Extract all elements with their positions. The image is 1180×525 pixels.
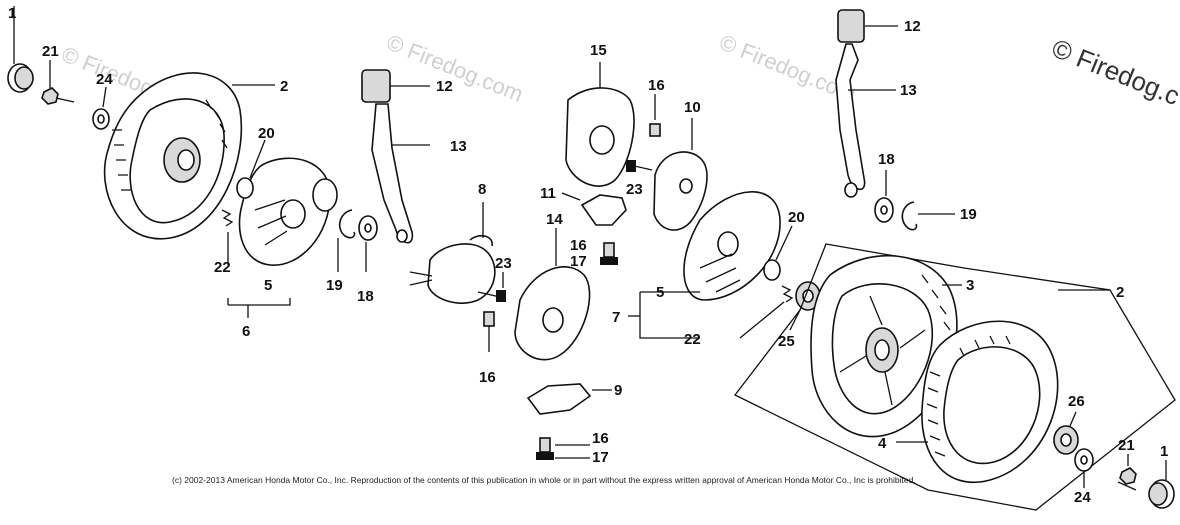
right-inner-wheel [810,255,962,438]
watermark-corner: © Firedog.c [1048,33,1180,111]
left-lever-arm [371,103,430,244]
callout-16-mid: 16 [570,237,587,254]
center-plate-14 [514,228,591,361]
callout-16-top: 16 [648,77,665,94]
callout-5-right: 5 [656,284,664,301]
right-bracket-22-leader [739,301,785,339]
callout-11: 11 [540,185,556,202]
left-wheel-bolt [41,60,75,105]
callout-9: 9 [614,382,622,399]
callout-21-right: 21 [1118,437,1135,454]
callout-23-left: 23 [495,255,512,272]
callout-5-left: 5 [264,277,272,294]
center-screw-23-right [626,160,653,172]
right-tire [896,320,1059,483]
center-bracket-9 [526,383,612,415]
callout-18-right: 18 [878,151,895,168]
callout-4: 4 [878,435,887,452]
copyright-notice: (c) 2002-2013 American Honda Motor Co., … [172,475,916,485]
left-spring [221,209,234,227]
center-bolt-16-mid [600,242,618,265]
left-axle-washer [358,215,378,272]
callout-20-right: 20 [788,209,805,226]
center-arm-10 [653,118,708,231]
callout-15: 15 [590,42,607,59]
center-plate-15 [565,62,635,187]
callout-14: 14 [546,211,563,228]
callout-16-bottom: 16 [592,430,609,447]
left-lever-cap [361,69,430,103]
right-lever-cap [837,9,898,43]
right-wheel-box [734,243,1176,511]
center-bolt-16-left [483,311,495,352]
callout-16-left: 16 [479,369,496,386]
left-washer [92,86,110,130]
callout-3: 3 [966,277,974,294]
left-bearing [236,139,266,199]
right-hub-cap [1148,460,1175,509]
callout-17-mid: 17 [570,253,587,270]
center-bolt-bottom [536,437,590,460]
callout-1-right: 1 [1160,443,1168,460]
callout-17-bottom: 17 [592,449,609,466]
callout-25: 25 [778,333,795,350]
callout-24-left: 24 [96,71,113,88]
callout-2-left: 2 [280,78,288,95]
right-bracket-7 [639,292,700,339]
callout-23-right: 23 [626,181,643,198]
right-wheel-cover [683,191,781,301]
left-wheel-cover [238,157,338,266]
callout-12-left: 12 [436,78,453,95]
center-screw-23-left [477,272,506,302]
callout-1-left: 1 [8,5,16,22]
right-spring-22 [781,285,794,303]
callout-20-left: 20 [258,125,275,142]
left-e-clip [337,209,356,272]
right-wheel-bolt [1117,454,1137,491]
left-tire-wheel [103,72,275,240]
callout-12-right: 12 [904,18,921,35]
watermark-2: © Firedog.com [383,29,526,106]
right-bearing-20 [763,225,793,281]
right-e-clip [901,201,955,231]
callout-18-left: 18 [357,288,374,305]
callout-26: 26 [1068,393,1085,410]
callout-8: 8 [478,181,486,198]
callout-22-right: 22 [684,331,701,348]
center-bracket-11 [561,192,627,226]
callout-13-right: 13 [900,82,917,99]
right-lever-arm [835,43,896,198]
right-washer-24 [1074,448,1094,488]
left-bracket-6 [227,298,291,306]
callout-19-right: 19 [960,206,977,223]
right-axle-washer [874,170,894,223]
callout-24-right: 24 [1074,489,1091,506]
callout-13-left: 13 [450,138,467,155]
callout-6-left: 6 [242,323,250,340]
callout-7: 7 [612,309,620,326]
center-spring-housing [409,202,496,304]
left-hub-cap [7,6,34,93]
right-hub-bearing-26 [1053,411,1079,455]
center-bolt-16-top [649,94,661,137]
callout-2-right: 2 [1116,284,1124,301]
callout-10: 10 [684,99,701,116]
callout-22-left: 22 [214,259,231,276]
callout-19-left: 19 [326,277,343,294]
callout-21-left: 21 [42,43,59,60]
